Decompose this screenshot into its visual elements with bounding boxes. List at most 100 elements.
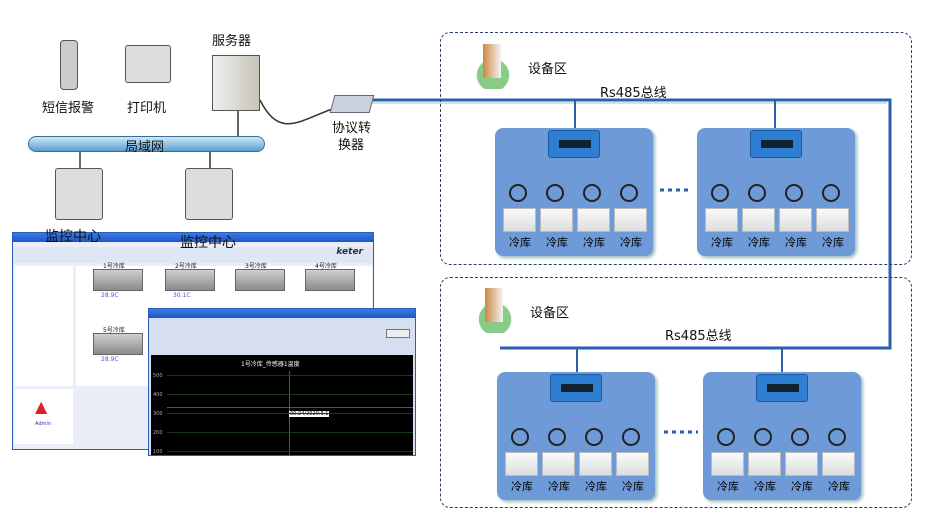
server-label: 服务器 xyxy=(212,34,252,49)
lan-label: 局域网 xyxy=(125,140,165,155)
cold-room-icon xyxy=(711,452,744,476)
cold-room-label: 冷库 xyxy=(620,236,642,249)
room-name: 2号冷库 xyxy=(175,263,197,270)
cold-room-icon xyxy=(742,208,775,232)
cold-room-label: 冷库 xyxy=(583,236,605,249)
cold-room-icon xyxy=(779,208,812,232)
cold-room-label: 冷库 xyxy=(711,236,733,249)
cold-room-label: 冷库 xyxy=(622,480,644,493)
temperature-sensor-icon xyxy=(754,428,772,446)
grid-line xyxy=(167,413,413,414)
temperature-sensor-icon xyxy=(511,428,529,446)
phone-icon xyxy=(60,40,78,90)
y-tick-label: 300 xyxy=(153,411,163,417)
cold-room-label: 冷库 xyxy=(785,236,807,249)
converter-label-line2: 换器 xyxy=(338,138,365,153)
zone-title: 设备区 xyxy=(530,306,570,321)
building-block xyxy=(483,44,501,78)
converter-icon xyxy=(329,95,375,113)
equipment-zone xyxy=(440,32,912,265)
cold-room-label: 冷库 xyxy=(791,480,813,493)
room-name: 4号冷库 xyxy=(315,263,337,270)
warning-icon: ▲ xyxy=(35,397,48,416)
sms-alarm-label: 短信报警 xyxy=(42,101,95,116)
cursor-label: 00:24/2020:3.1 xyxy=(289,411,330,417)
cursor-horizontal xyxy=(167,407,413,408)
printer-label: 打印机 xyxy=(127,101,167,116)
cold-room-label: 冷库 xyxy=(754,480,776,493)
lan-bus xyxy=(28,136,265,152)
controller-display xyxy=(767,384,799,392)
cold-room-icon xyxy=(614,208,647,232)
room-name: 3号冷库 xyxy=(245,263,267,270)
cold-room-label: 冷库 xyxy=(546,236,568,249)
toolbar xyxy=(13,247,373,263)
zone-title: 设备区 xyxy=(528,62,568,77)
cold-room-icon xyxy=(542,452,575,476)
temperature-sensor-icon xyxy=(585,428,603,446)
cold-room-icon xyxy=(705,208,738,232)
room-temperature: 28.9C xyxy=(101,356,119,363)
server-icon xyxy=(212,55,260,111)
cold-room-image xyxy=(93,333,143,355)
cold-room-label: 冷库 xyxy=(748,236,770,249)
rs485-bus-label: Rs485总线 xyxy=(600,86,667,101)
temperature-sensor-icon xyxy=(622,428,640,446)
cold-room-icon xyxy=(748,452,781,476)
controller xyxy=(548,130,600,158)
temperature-sensor-icon xyxy=(822,184,840,202)
controller xyxy=(550,374,602,402)
equipment-zone xyxy=(440,277,912,508)
cold-room-icon xyxy=(505,452,538,476)
dialog-title-bar xyxy=(149,309,415,318)
printer-icon xyxy=(125,45,171,83)
rs485-bus-label: Rs485总线 xyxy=(665,329,732,344)
cold-room-label: 冷库 xyxy=(548,480,570,493)
cold-room-icon xyxy=(577,208,610,232)
rs485-bus-line xyxy=(372,98,892,350)
computer-icon xyxy=(185,168,233,220)
cold-room-label: 冷库 xyxy=(822,236,844,249)
cold-room-icon xyxy=(822,452,855,476)
temperature-sensor-icon xyxy=(717,428,735,446)
room-temperature: 28.9C xyxy=(101,292,119,299)
converter-label-line1: 协议转 xyxy=(332,121,372,136)
cold-room-label: 冷库 xyxy=(511,480,533,493)
controller-display xyxy=(561,384,593,392)
temperature-sensor-icon xyxy=(791,428,809,446)
title-bar xyxy=(13,233,373,242)
alarm-panel: ▲ Admin xyxy=(15,389,73,444)
controller-display xyxy=(761,140,793,148)
y-tick-label: 500 xyxy=(153,373,163,379)
room-temperature: 30.1C xyxy=(173,292,191,299)
room-name: 1号冷库 xyxy=(103,263,125,270)
y-tick-label: 400 xyxy=(153,392,163,398)
temperature-sensor-icon xyxy=(548,428,566,446)
temperature-sensor-icon xyxy=(748,184,766,202)
cold-room-label: 冷库 xyxy=(717,480,739,493)
cold-room-image xyxy=(305,269,355,291)
room-name: 5号冷库 xyxy=(103,327,125,334)
user-label: Admin xyxy=(35,421,51,427)
temperature-sensor-icon xyxy=(711,184,729,202)
device-panel: 冷库冷库冷库冷库 xyxy=(495,128,653,256)
tree-panel xyxy=(15,266,73,386)
temperature-sensor-icon xyxy=(828,428,846,446)
grid-line xyxy=(167,394,413,395)
cold-room-icon xyxy=(503,208,536,232)
cold-room-icon xyxy=(785,452,818,476)
grid-line xyxy=(167,375,413,376)
temperature-sensor-icon xyxy=(583,184,601,202)
controller xyxy=(750,130,802,158)
query-button[interactable] xyxy=(386,329,410,338)
temperature-sensor-icon xyxy=(509,184,527,202)
grid-line xyxy=(167,451,413,452)
y-tick-label: 200 xyxy=(153,430,163,436)
building-block xyxy=(485,288,503,322)
controller xyxy=(756,374,808,402)
device-panel: 冷库 冷库 冷库 冷库 xyxy=(697,128,855,256)
grid-line xyxy=(167,432,413,433)
